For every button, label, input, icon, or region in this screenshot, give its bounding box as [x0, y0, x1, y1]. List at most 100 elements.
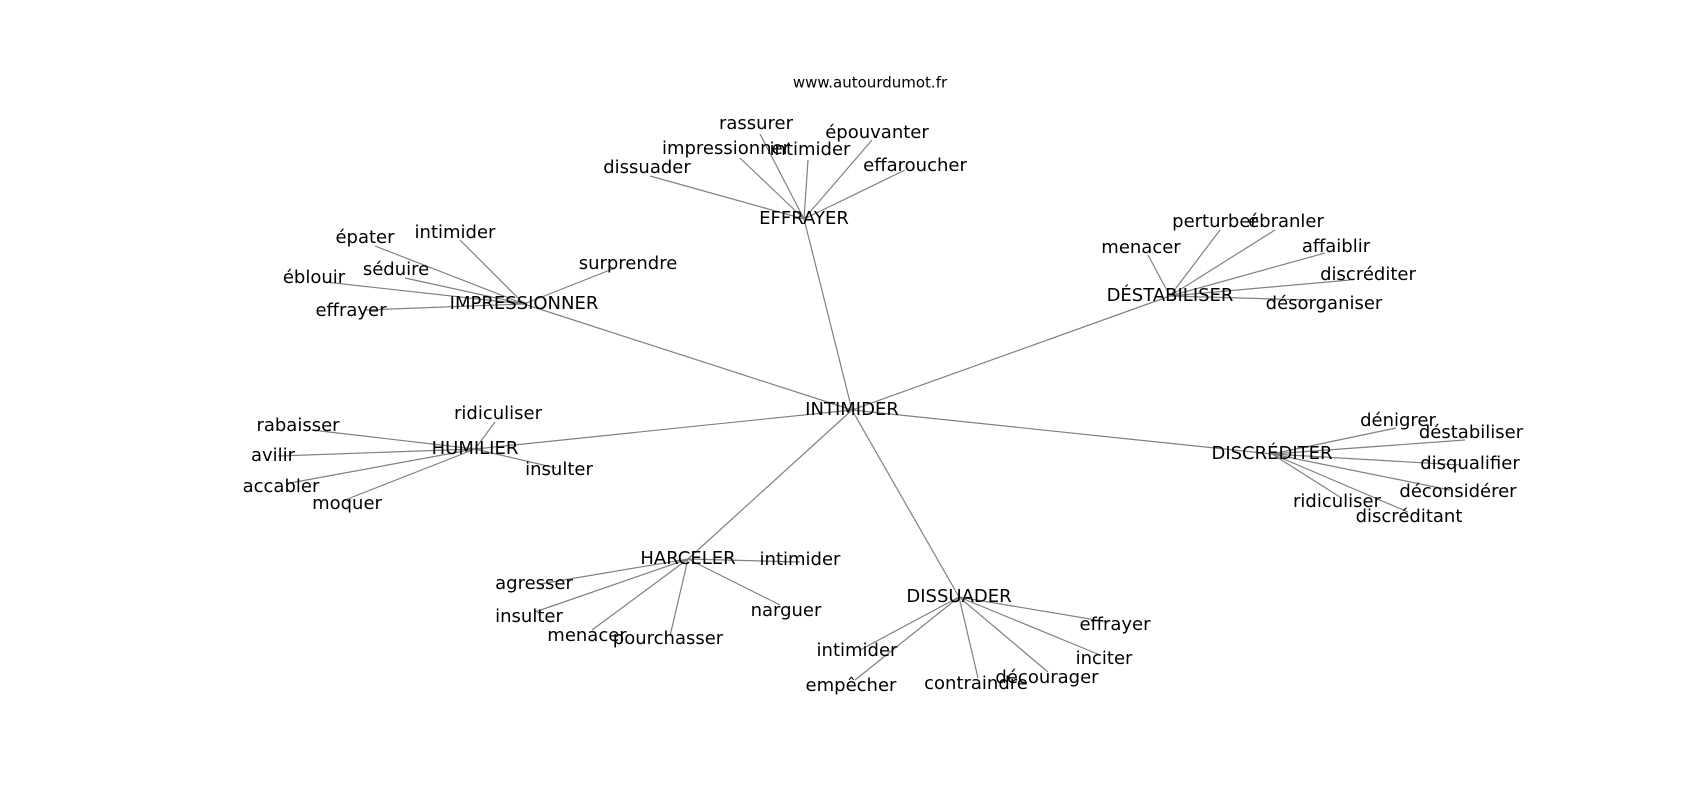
leaf-node[interactable]: contraindre	[924, 673, 1028, 694]
edge-hub-leaf	[1271, 453, 1341, 498]
leaf-node[interactable]: déconsidérer	[1399, 481, 1517, 502]
edge-hub-leaf	[958, 596, 979, 679]
leaf-node[interactable]: discréditant	[1356, 506, 1463, 527]
leaf-node[interactable]: narguer	[751, 600, 822, 621]
leaf-node[interactable]: dénigrer	[1360, 410, 1436, 431]
leaf-node[interactable]: épouvanter	[825, 122, 929, 143]
edge-hub-leaf	[1271, 453, 1451, 491]
leaf-node[interactable]: effaroucher	[863, 155, 967, 176]
leaf-node[interactable]: décourager	[995, 667, 1099, 688]
leaf-node[interactable]: ridiculiser	[454, 403, 543, 424]
graph-edges	[277, 133, 1466, 681]
hub-node[interactable]: IMPRESSIONNER	[450, 293, 599, 314]
edge-hub-leaf	[277, 448, 476, 457]
edge-center-hub	[523, 303, 853, 411]
edge-hub-leaf	[1271, 453, 1461, 466]
hub-node[interactable]: HUMILIER	[432, 438, 519, 459]
edge-hub-leaf	[324, 281, 525, 305]
leaf-node[interactable]: rassurer	[719, 113, 794, 134]
leaf-node[interactable]: ridiculiser	[1293, 491, 1382, 512]
hub-node[interactable]: EFFRAYER	[759, 208, 849, 229]
edge-hub-leaf	[1169, 279, 1351, 297]
leaf-node[interactable]: insulter	[525, 459, 593, 480]
edge-hub-leaf	[534, 558, 689, 613]
edge-hub-leaf	[958, 596, 1101, 656]
edge-hub-leaf	[1271, 439, 1466, 455]
edge-hub-leaf	[803, 159, 809, 220]
edge-hub-leaf	[1147, 254, 1171, 297]
edge-hub-leaf	[404, 277, 525, 305]
leaf-node[interactable]: surprendre	[579, 253, 678, 274]
edge-hub-leaf	[958, 596, 1049, 673]
edge-hub-leaf	[474, 448, 557, 469]
edge-hub-leaf	[859, 596, 960, 651]
hub-node[interactable]: DÉSTABILISER	[1107, 284, 1234, 306]
edge-hub-leaf	[803, 139, 873, 220]
leaf-node[interactable]: intimider	[760, 549, 842, 570]
edge-hub-leaf	[958, 596, 1109, 623]
leaf-node[interactable]: affaiblir	[1302, 236, 1371, 257]
edge-hub-leaf	[289, 448, 476, 484]
edge-hub-leaf	[803, 169, 906, 220]
edge-hub-leaf	[739, 157, 805, 220]
leaf-node[interactable]: intimider	[770, 139, 852, 160]
leaf-node[interactable]: intimider	[415, 222, 497, 243]
leaf-node[interactable]: épater	[335, 227, 395, 248]
leaf-node[interactable]: empêcher	[806, 675, 897, 696]
edge-hub-leaf	[854, 596, 960, 681]
leaf-node[interactable]: effrayer	[315, 300, 387, 321]
edge-hub-leaf	[1169, 229, 1221, 297]
leaf-node[interactable]: désorganiser	[1266, 293, 1383, 314]
leaf-node[interactable]: ébranler	[1248, 211, 1324, 232]
leaf-node[interactable]: intimider	[817, 640, 899, 661]
leaf-node[interactable]: perturber	[1172, 211, 1258, 232]
leaf-node[interactable]: agresser	[495, 573, 573, 594]
leaf-node[interactable]: inciter	[1076, 648, 1133, 669]
edge-center-hub	[851, 409, 960, 598]
leaf-node[interactable]: dissuader	[603, 157, 691, 178]
edge-hub-leaf	[1271, 453, 1409, 513]
edge-hub-leaf	[523, 267, 616, 305]
hub-node[interactable]: DISCRÉDITER	[1211, 442, 1332, 464]
edge-hub-leaf	[649, 175, 805, 220]
leaf-node[interactable]: accabler	[243, 476, 320, 497]
edge-hub-leaf	[687, 558, 801, 563]
hub-node[interactable]: HARCELER	[640, 548, 735, 569]
edge-hub-leaf	[474, 421, 496, 450]
leaf-node[interactable]: insulter	[495, 606, 563, 627]
site-url: www.autourdumot.fr	[793, 74, 948, 92]
leaf-node[interactable]: discréditer	[1320, 264, 1416, 285]
edge-hub-leaf	[364, 303, 525, 311]
edge-center-hub	[851, 295, 1171, 411]
edge-center-hub	[851, 409, 1273, 455]
leaf-node[interactable]: moquer	[312, 493, 382, 514]
edge-hub-leaf	[1271, 427, 1397, 455]
edge-center-hub	[474, 409, 853, 450]
leaf-node[interactable]: effrayer	[1079, 614, 1151, 635]
leaf-node[interactable]: pourchasser	[613, 628, 724, 649]
edge-hub-leaf	[539, 558, 689, 585]
edge-hub-leaf	[311, 429, 476, 450]
edge-hub-leaf	[374, 245, 525, 305]
hub-node[interactable]: DISSUADER	[906, 586, 1011, 607]
leaf-node[interactable]: déstabiliser	[1419, 422, 1524, 443]
leaf-node[interactable]: menacer	[547, 625, 627, 646]
leaf-node[interactable]: menacer	[1101, 237, 1181, 258]
edge-hub-leaf	[1169, 295, 1311, 301]
leaf-node[interactable]: disqualifier	[1420, 453, 1520, 474]
leaf-node[interactable]: avilir	[251, 445, 296, 466]
edge-hub-leaf	[1169, 229, 1276, 297]
leaf-node[interactable]: éblouir	[283, 267, 346, 288]
edge-hub-leaf	[1169, 252, 1326, 297]
edge-hub-leaf	[759, 133, 805, 220]
edge-hub-leaf	[687, 558, 781, 606]
leaf-node[interactable]: séduire	[363, 259, 429, 280]
edge-center-hub	[803, 218, 853, 411]
edge-center-hub	[687, 409, 853, 560]
center-node[interactable]: INTIMIDER	[805, 399, 899, 420]
leaf-node[interactable]: impressionner	[662, 138, 791, 159]
edge-hub-leaf	[591, 558, 689, 631]
leaf-node[interactable]: rabaisser	[256, 415, 340, 436]
edge-hub-leaf	[459, 239, 525, 305]
